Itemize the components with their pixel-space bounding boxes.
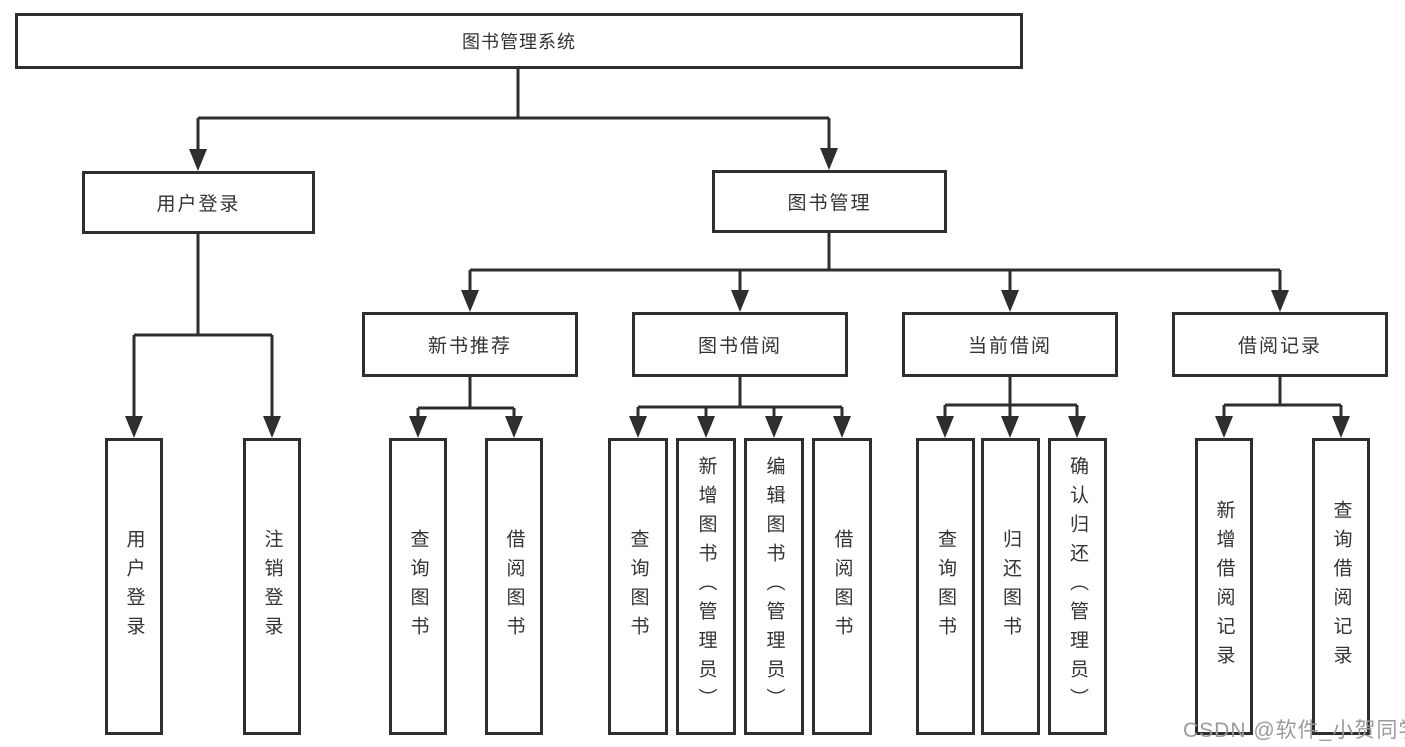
node-label: 查询图书 — [935, 528, 956, 645]
leaf-logout: 注销登录 — [243, 438, 301, 735]
node-label: 借阅图书 — [503, 528, 525, 645]
connector-root-to-level2 — [189, 69, 838, 171]
node-book-management: 图书管理 — [712, 170, 947, 233]
leaf-bb-borrow-books: 借阅图书 — [812, 438, 872, 735]
leaf-br-query-borrow-record: 查询借阅记录 — [1312, 438, 1370, 735]
leaf-cb-confirm-return-admin: 确认归还（管理员） — [1048, 438, 1107, 735]
connector-current-borrowing-to-leaves — [936, 377, 1086, 438]
node-label: 借阅图书 — [831, 528, 853, 645]
leaf-br-add-borrow-record: 新增借阅记录 — [1195, 438, 1253, 735]
leaf-bb-add-books-admin: 新增图书（管理员） — [676, 438, 736, 735]
node-label: 图书管理 — [787, 193, 872, 214]
node-user-login: 用户登录 — [82, 171, 315, 234]
node-label: 新书推荐 — [427, 336, 512, 357]
node-label: 新增借阅记录 — [1213, 499, 1235, 674]
leaf-nbr-query-books: 查询图书 — [389, 438, 447, 735]
node-label: 查询图书 — [407, 528, 429, 645]
node-new-book-recommend: 新书推荐 — [362, 312, 578, 377]
node-label: 图书借阅 — [697, 336, 782, 357]
node-current-borrowing: 当前借阅 — [902, 312, 1118, 377]
connector-user-login-to-leaves — [125, 234, 281, 438]
leaf-bb-query-books: 查询图书 — [608, 438, 668, 735]
leaf-nbr-borrow-books: 借阅图书 — [485, 438, 543, 735]
node-label: 借阅记录 — [1237, 336, 1322, 357]
connector-borrowing-records-to-leaves — [1215, 377, 1350, 438]
leaf-bb-edit-books-admin: 编辑图书（管理员） — [744, 438, 804, 735]
connector-new-book-recommend-to-leaves — [409, 377, 523, 438]
node-label: 查询借阅记录 — [1330, 499, 1352, 674]
node-label: 用户登录 — [123, 528, 145, 645]
node-book-borrowing: 图书借阅 — [632, 312, 848, 377]
leaf-cb-return-books: 归还图书 — [981, 438, 1040, 735]
connector-book-management-to-level3 — [461, 233, 1289, 312]
leaf-user-login: 用户登录 — [105, 438, 163, 735]
connector-book-borrowing-to-leaves — [629, 377, 851, 438]
leaf-cb-query-books: 查询图书 — [916, 438, 975, 735]
node-label: 编辑图书（管理员） — [763, 456, 785, 717]
node-borrowing-records: 借阅记录 — [1172, 312, 1388, 377]
node-label: 当前借阅 — [967, 336, 1052, 357]
node-label: 查询图书 — [627, 528, 649, 645]
node-label: 注销登录 — [261, 528, 283, 645]
node-label: 图书管理系统 — [462, 32, 576, 52]
node-label: 确认归还（管理员） — [1067, 456, 1088, 717]
node-label: 用户登录 — [156, 194, 241, 215]
node-label: 新增图书（管理员） — [695, 456, 717, 717]
node-root-library-management-system: 图书管理系统 — [15, 13, 1023, 69]
node-label: 归还图书 — [1000, 528, 1021, 645]
